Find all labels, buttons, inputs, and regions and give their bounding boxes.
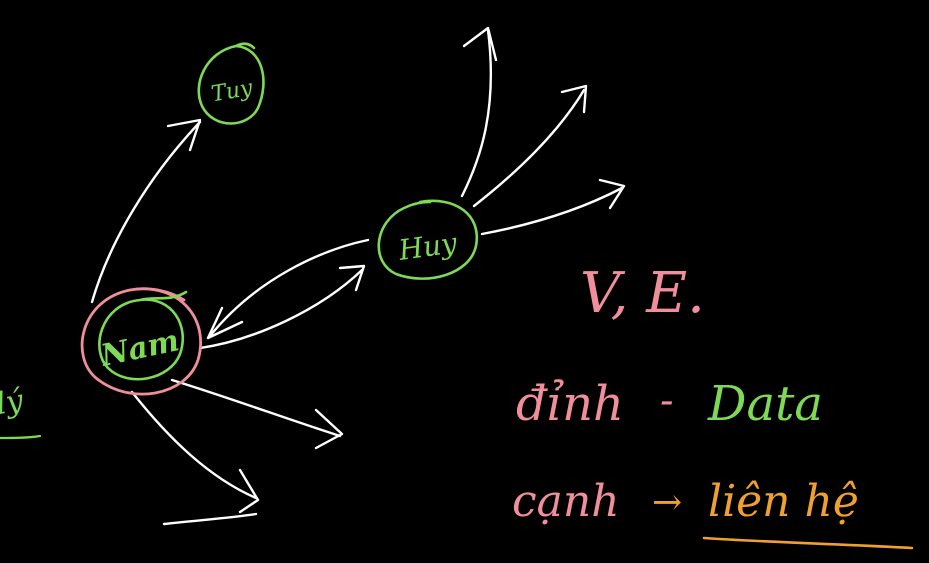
arrowhead-nam-right [314, 408, 344, 450]
note-lienhe: liên hệ [708, 476, 859, 527]
left-fragment-underline [0, 434, 42, 440]
edge-huy-to-nam [208, 238, 370, 338]
note-ve: V, E. [580, 261, 705, 326]
edge-nam-to-tuy [90, 120, 202, 304]
arrowhead-huy-upright [560, 84, 588, 114]
note-dash: - [660, 378, 674, 424]
notes: V, E. đỉnh - Data cạnh → liên hệ [512, 261, 914, 550]
edge-huy-right [480, 186, 624, 236]
node-nam-outer-circle [80, 287, 203, 396]
node-tuy: Tuy [197, 42, 265, 125]
note-lienhe-underline [702, 536, 914, 550]
node-nam-inner-circle [98, 290, 188, 381]
arrowhead-nam [206, 306, 244, 340]
node-huy-circle [377, 199, 479, 280]
node-tuy-label: Tuy [209, 76, 255, 108]
node-nam-label: Nam [97, 323, 182, 374]
node-tuy-circle [197, 42, 265, 125]
arrowhead-nam-down [238, 468, 260, 514]
edges [90, 26, 626, 526]
arrowhead-tuy [166, 118, 202, 152]
edge-nam-right [170, 378, 342, 438]
edge-nam-down [130, 390, 258, 500]
note-canh: cạnh [512, 476, 620, 527]
note-dinh: đỉnh [516, 376, 624, 432]
arrowhead-huy [338, 264, 366, 292]
arrowhead-huy-right [598, 178, 626, 210]
left-fragment: lý [0, 383, 42, 440]
note-arrow: → [652, 482, 682, 523]
node-nam: Nam [80, 287, 203, 396]
left-fragment-text: lý [0, 383, 27, 422]
node-huy: Huy [377, 199, 479, 280]
edge-nam-bottom-line [162, 512, 258, 526]
edge-huy-upright [472, 88, 586, 208]
edge-nam-to-huy [198, 268, 364, 350]
node-huy-label: Huy [396, 226, 460, 267]
note-data: Data [707, 376, 823, 432]
edge-huy-up [460, 28, 493, 198]
arrowhead-huy-up [462, 26, 498, 62]
